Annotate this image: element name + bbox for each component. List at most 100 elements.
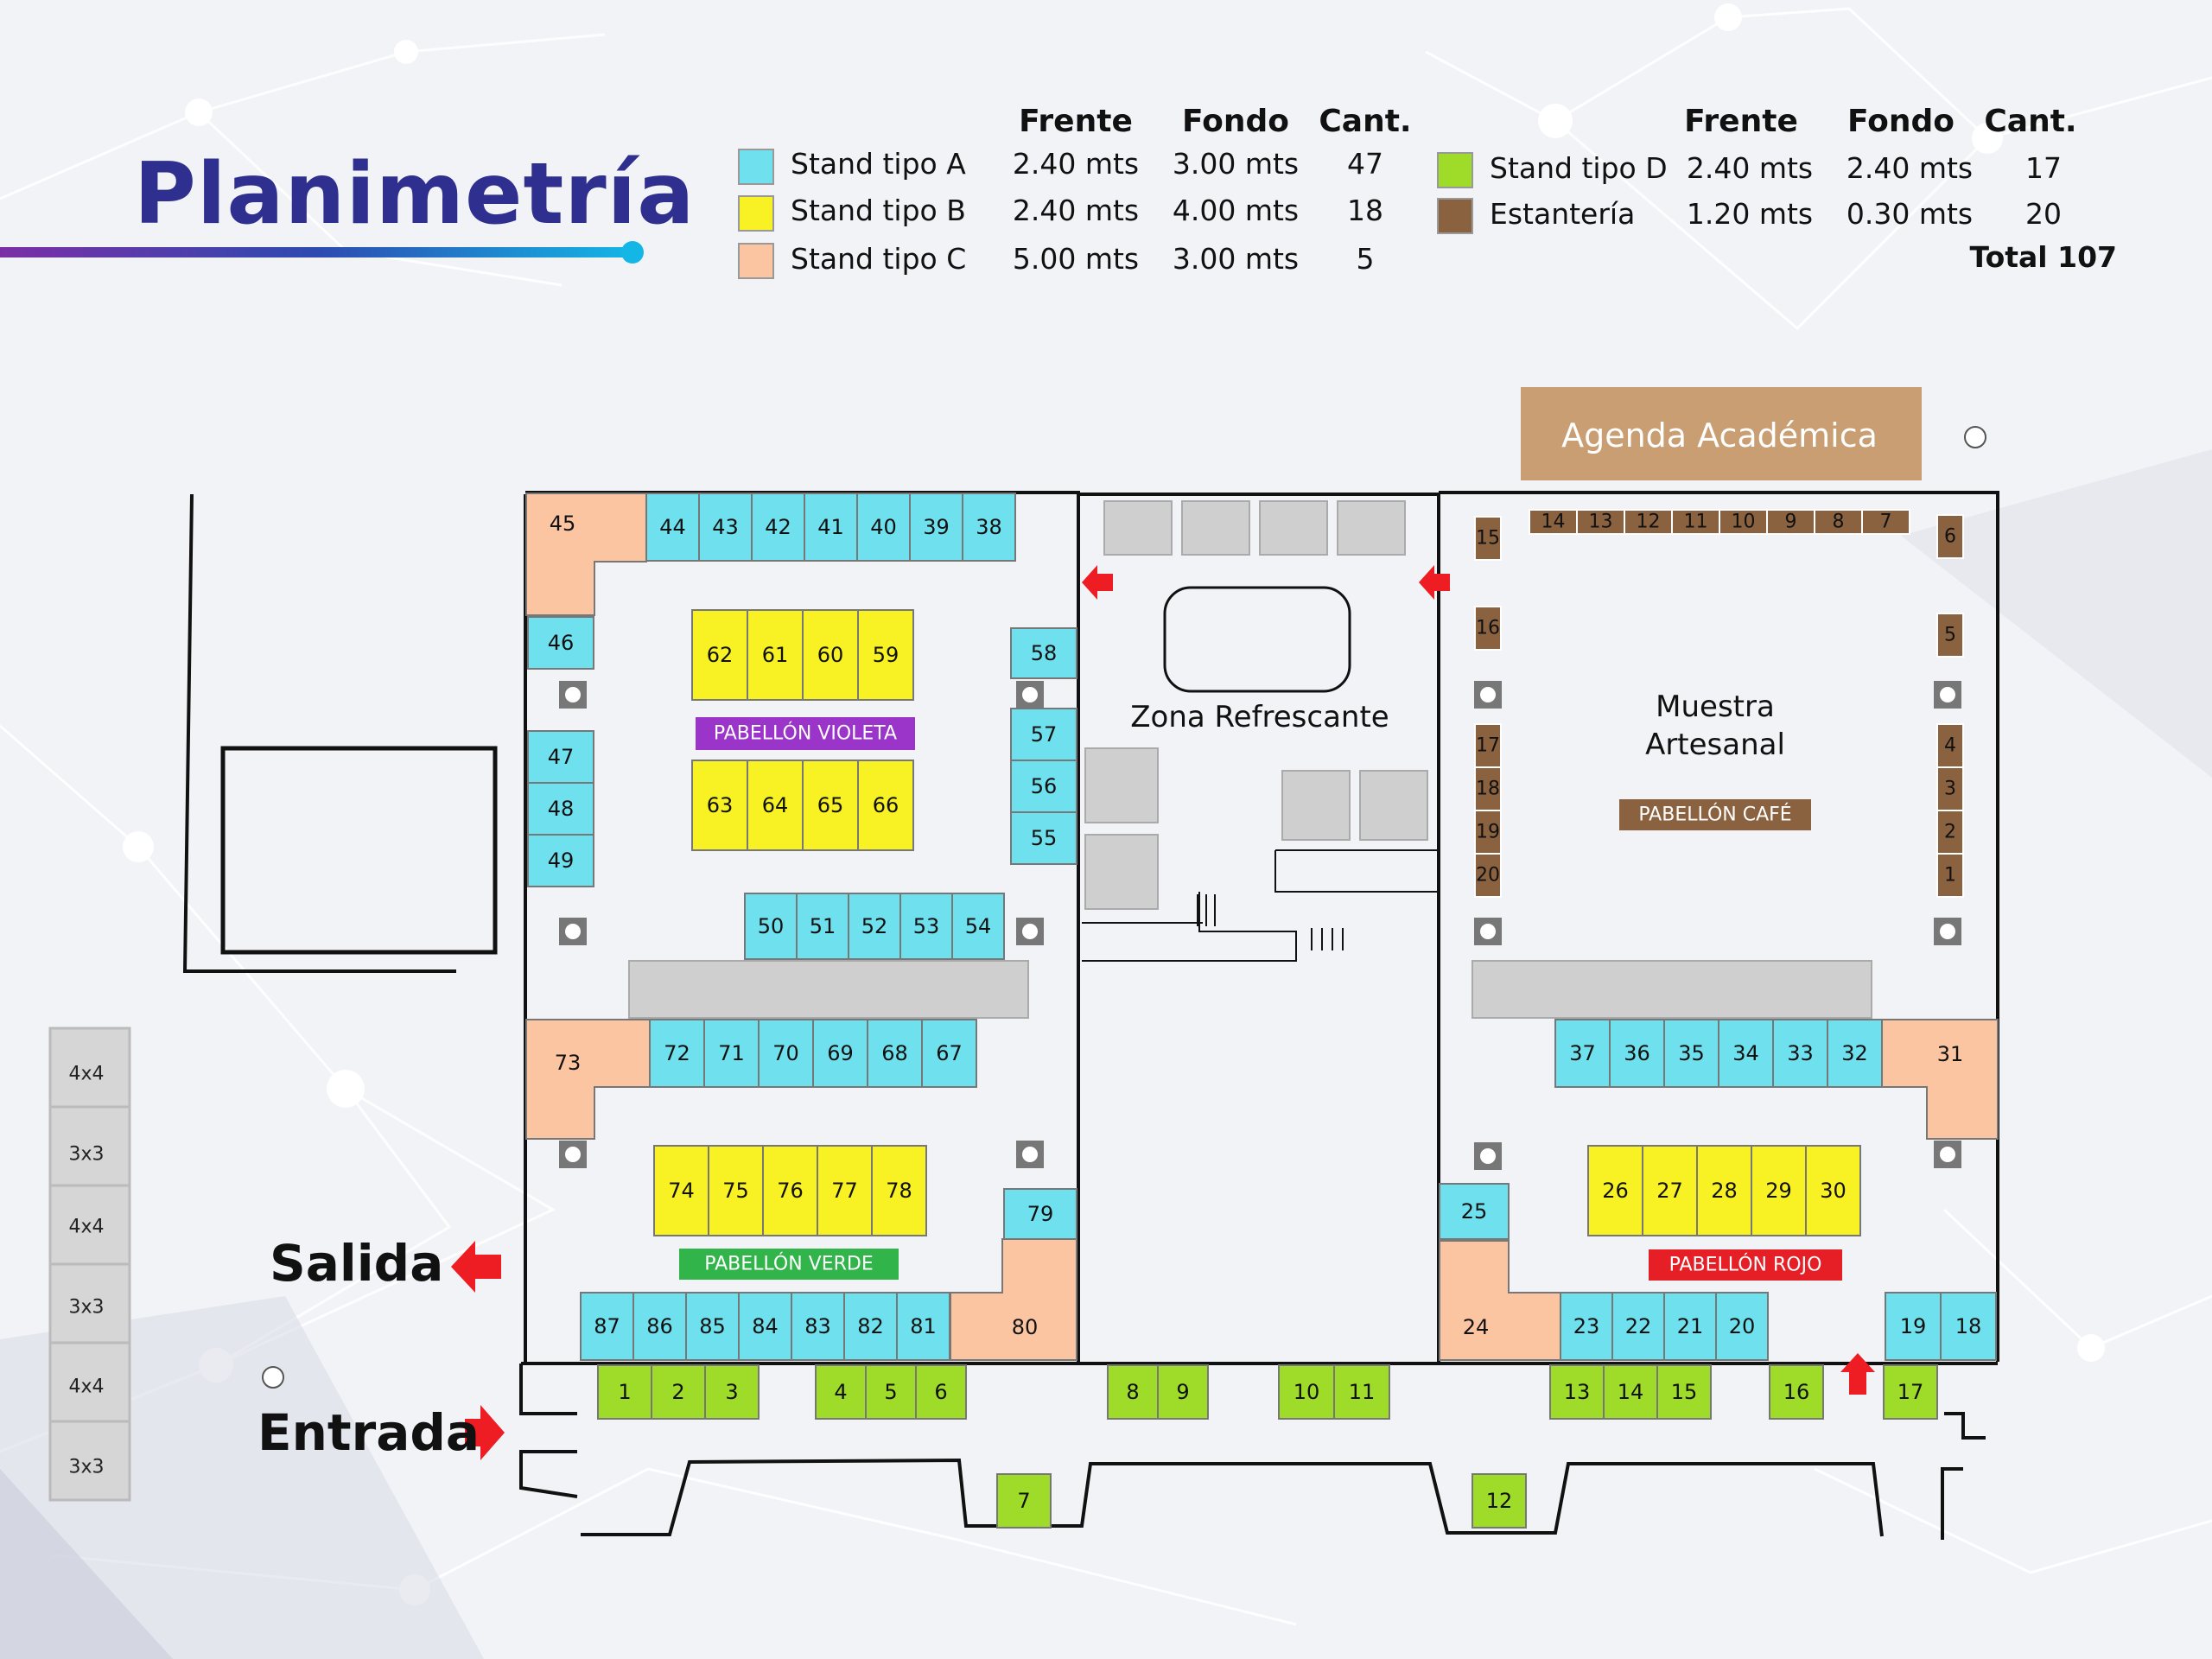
stand-box[interactable] bbox=[1861, 509, 1910, 535]
stand-a-79[interactable]: 79 bbox=[1003, 1188, 1077, 1240]
stand-box[interactable] bbox=[1885, 1292, 1942, 1361]
stand-box[interactable] bbox=[527, 616, 594, 670]
stand-box[interactable] bbox=[527, 782, 594, 836]
stand-box[interactable] bbox=[698, 493, 753, 562]
stand-a-36[interactable]: 36 bbox=[1609, 1019, 1665, 1088]
stand-a-68[interactable]: 68 bbox=[867, 1019, 923, 1088]
stand-box[interactable] bbox=[1827, 1019, 1883, 1088]
stand-box[interactable] bbox=[896, 1292, 950, 1361]
stand-box[interactable] bbox=[1471, 1473, 1527, 1529]
stand-a-40[interactable]: 40 bbox=[856, 493, 911, 562]
stand-box[interactable] bbox=[1663, 1019, 1719, 1088]
stand-a-55[interactable]: 55 bbox=[1010, 811, 1077, 865]
stand-box[interactable] bbox=[653, 1145, 709, 1236]
stand-b-62[interactable]: 62 bbox=[691, 609, 748, 701]
stand-a-50[interactable]: 50 bbox=[744, 893, 798, 960]
stand-b-64[interactable]: 64 bbox=[747, 760, 804, 851]
stand-a-47[interactable]: 47 bbox=[527, 730, 594, 784]
stand-box[interactable] bbox=[867, 1019, 923, 1088]
stand-box[interactable] bbox=[812, 1019, 868, 1088]
stand-b-60[interactable]: 60 bbox=[802, 609, 859, 701]
stand-b-29[interactable]: 29 bbox=[1751, 1145, 1807, 1236]
stand-a-54[interactable]: 54 bbox=[951, 893, 1005, 960]
stand-box[interactable] bbox=[1474, 516, 1502, 561]
stand-a-32[interactable]: 32 bbox=[1827, 1019, 1883, 1088]
stand-b-30[interactable]: 30 bbox=[1805, 1145, 1861, 1236]
stand-box[interactable] bbox=[1814, 509, 1863, 535]
stand-box[interactable] bbox=[527, 834, 594, 887]
stand-a-52[interactable]: 52 bbox=[848, 893, 901, 960]
stand-a-84[interactable]: 84 bbox=[738, 1292, 792, 1361]
stand-a-25[interactable]: 25 bbox=[1439, 1183, 1510, 1240]
stand-a-86[interactable]: 86 bbox=[632, 1292, 687, 1361]
stand-box[interactable] bbox=[691, 609, 748, 701]
stand-a-41[interactable]: 41 bbox=[804, 493, 858, 562]
stand-box[interactable] bbox=[1003, 1188, 1077, 1240]
stand-a-43[interactable]: 43 bbox=[698, 493, 753, 562]
stand-a-71[interactable]: 71 bbox=[703, 1019, 760, 1088]
stand-box[interactable] bbox=[651, 1364, 706, 1420]
stand-box[interactable] bbox=[747, 609, 804, 701]
stand-b-76[interactable]: 76 bbox=[762, 1145, 818, 1236]
stand-box[interactable] bbox=[1772, 1019, 1828, 1088]
stand-a-69[interactable]: 69 bbox=[812, 1019, 868, 1088]
stand-box[interactable] bbox=[817, 1145, 873, 1236]
stand-e-16[interactable]: 16 bbox=[1474, 606, 1502, 651]
stand-a-72[interactable]: 72 bbox=[649, 1019, 705, 1088]
stand-box[interactable] bbox=[843, 1292, 898, 1361]
stand-a-33[interactable]: 33 bbox=[1772, 1019, 1828, 1088]
stand-d-16[interactable]: 16 bbox=[1769, 1364, 1824, 1420]
stand-box[interactable] bbox=[857, 760, 914, 851]
stand-d-5[interactable]: 5 bbox=[865, 1364, 917, 1420]
stand-a-53[interactable]: 53 bbox=[899, 893, 953, 960]
stand-box[interactable] bbox=[804, 493, 858, 562]
stand-a-48[interactable]: 48 bbox=[527, 782, 594, 836]
stand-e-3[interactable]: 3 bbox=[1936, 766, 1964, 811]
stand-box[interactable] bbox=[1609, 1019, 1665, 1088]
stand-d-6[interactable]: 6 bbox=[915, 1364, 967, 1420]
stand-a-70[interactable]: 70 bbox=[758, 1019, 814, 1088]
stand-e-11[interactable]: 11 bbox=[1671, 509, 1720, 535]
stand-box[interactable] bbox=[751, 493, 805, 562]
stand-box[interactable] bbox=[1940, 1292, 1997, 1361]
stand-box[interactable] bbox=[691, 760, 748, 851]
stand-box[interactable] bbox=[815, 1364, 867, 1420]
stand-a-51[interactable]: 51 bbox=[796, 893, 849, 960]
stand-box[interactable] bbox=[1766, 509, 1815, 535]
stand-box[interactable] bbox=[1010, 760, 1077, 813]
stand-box[interactable] bbox=[1611, 1292, 1665, 1361]
stand-d-1[interactable]: 1 bbox=[597, 1364, 652, 1420]
stand-b-26[interactable]: 26 bbox=[1587, 1145, 1643, 1236]
stand-box[interactable] bbox=[921, 1019, 977, 1088]
stand-box[interactable] bbox=[1718, 1019, 1774, 1088]
stand-box[interactable] bbox=[857, 609, 914, 701]
stand-a-67[interactable]: 67 bbox=[921, 1019, 977, 1088]
stand-e-6[interactable]: 6 bbox=[1936, 514, 1964, 559]
stand-e-10[interactable]: 10 bbox=[1719, 509, 1768, 535]
stand-a-23[interactable]: 23 bbox=[1560, 1292, 1613, 1361]
stand-e-19[interactable]: 19 bbox=[1474, 810, 1502, 855]
stand-a-56[interactable]: 56 bbox=[1010, 760, 1077, 813]
stand-b-75[interactable]: 75 bbox=[708, 1145, 764, 1236]
stand-d-3[interactable]: 3 bbox=[704, 1364, 760, 1420]
stand-e-4[interactable]: 4 bbox=[1936, 723, 1964, 768]
stand-a-19[interactable]: 19 bbox=[1885, 1292, 1942, 1361]
stand-box[interactable] bbox=[1936, 514, 1964, 559]
stand-d-17[interactable]: 17 bbox=[1883, 1364, 1938, 1420]
stand-box[interactable] bbox=[1805, 1145, 1861, 1236]
stand-e-1[interactable]: 1 bbox=[1936, 853, 1964, 898]
stand-box[interactable] bbox=[1663, 1292, 1717, 1361]
stand-box[interactable] bbox=[1474, 766, 1502, 811]
stand-box[interactable] bbox=[796, 893, 849, 960]
stand-e-18[interactable]: 18 bbox=[1474, 766, 1502, 811]
stand-box[interactable] bbox=[848, 893, 901, 960]
stand-box[interactable] bbox=[1010, 811, 1077, 865]
stand-box[interactable] bbox=[1883, 1364, 1938, 1420]
stand-d-14[interactable]: 14 bbox=[1603, 1364, 1658, 1420]
stand-b-59[interactable]: 59 bbox=[857, 609, 914, 701]
stand-box[interactable] bbox=[1278, 1364, 1335, 1420]
stand-a-58[interactable]: 58 bbox=[1010, 627, 1077, 679]
stand-box[interactable] bbox=[1439, 1183, 1510, 1240]
stand-box[interactable] bbox=[704, 1364, 760, 1420]
stand-a-57[interactable]: 57 bbox=[1010, 708, 1077, 761]
